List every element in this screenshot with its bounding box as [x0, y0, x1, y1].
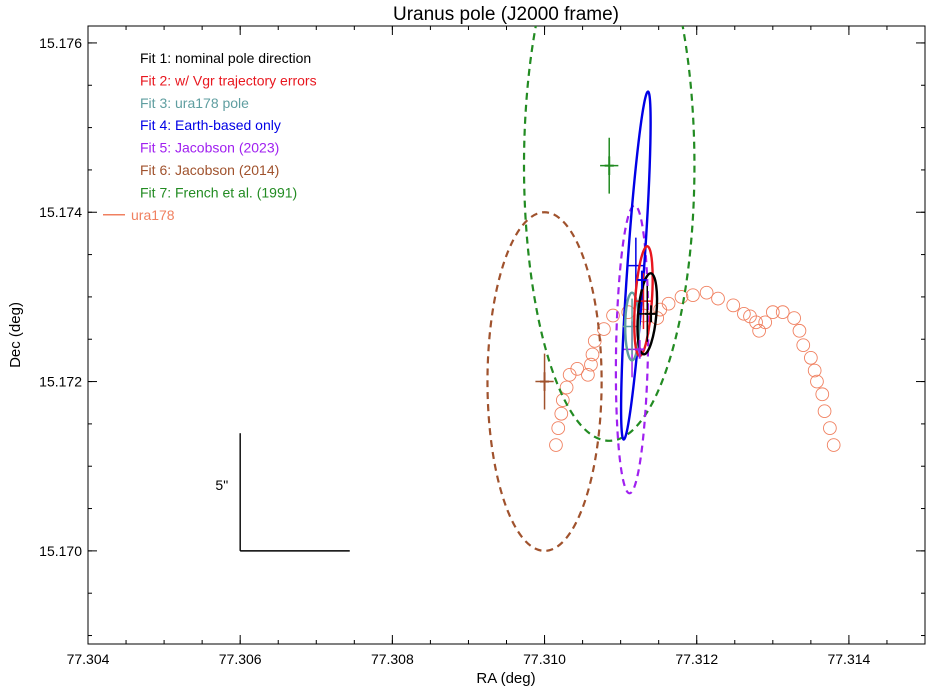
ura178-circle [826, 438, 841, 452]
ura178-circle [752, 323, 766, 338]
ura178-circle [585, 347, 600, 362]
y-tick-label: 15.176 [39, 35, 82, 51]
ura178-circle [823, 421, 837, 435]
y-tick-label: 15.172 [39, 374, 82, 390]
chart-title: Uranus pole (J2000 frame) [393, 4, 619, 25]
ura178-circle [587, 334, 602, 348]
fit-7-ellipse [522, 26, 696, 442]
y-axis-label: Dec (deg) [7, 302, 24, 368]
ura178-circle [737, 306, 751, 321]
ura178-circle [758, 315, 773, 330]
ura178-circle [551, 421, 566, 435]
legend-entry: Fit 6: Jacobson (2014) [140, 162, 279, 178]
legend-entry: Fit 5: Jacobson (2023) [140, 140, 279, 156]
scale-bar-label: 5" [215, 477, 228, 493]
ura178-circle [581, 367, 595, 382]
legend-entry: Fit 7: French et al. (1991) [140, 184, 297, 200]
scale-bar: 5" [215, 433, 350, 552]
legend-entry: Fit 2: w/ Vgr trajectory errors [140, 72, 317, 88]
ura178-circle [584, 357, 598, 372]
ura178-circle [815, 387, 830, 402]
ura178-circle [699, 285, 714, 300]
fit-6-ellipse [486, 211, 603, 552]
legend-entry: Fit 3: ura178 pole [140, 95, 249, 111]
ura178-circle [686, 288, 700, 303]
x-tick-label: 77.310 [523, 651, 566, 667]
ura178-circle [796, 338, 811, 353]
ura178-circle [554, 406, 569, 421]
x-tick-label: 77.314 [827, 651, 870, 667]
ura178-circle [749, 315, 763, 330]
ura178-circle [807, 363, 822, 378]
x-tick-label: 77.308 [371, 651, 414, 667]
ura178-circle [549, 438, 563, 452]
y-tick-label: 15.174 [39, 204, 82, 220]
ura178-circle [570, 362, 585, 376]
ura178-circle [765, 305, 780, 319]
x-tick-label: 77.312 [675, 651, 718, 667]
y-tick-label: 15.170 [39, 543, 82, 559]
ura178-circle [726, 298, 741, 313]
legend-entry: Fit 4: Earth-based only [140, 117, 281, 133]
plot-area [486, 26, 841, 552]
axis-ticks: 77.304 77.306 77.308 77.310 77.312 77.314 15.1… [39, 26, 926, 667]
ura178-circle [674, 290, 689, 304]
legend-entry: Fit 1: nominal pole direction [140, 50, 311, 66]
ura178-circle [559, 380, 574, 395]
ura178-circle [661, 296, 676, 311]
ura178-circle [792, 323, 807, 338]
ura178-circle [804, 351, 818, 365]
ura178-circle [817, 404, 832, 419]
ura178-circle [711, 291, 725, 306]
ura178-circle [810, 374, 824, 389]
x-axis-label: RA (deg) [476, 670, 535, 687]
ura178-circle [555, 393, 570, 408]
ura178-circle [775, 305, 790, 319]
ura178-circle [606, 308, 620, 323]
ura178-circle [597, 322, 611, 336]
x-tick-label: 77.304 [67, 651, 110, 667]
x-tick-label: 77.306 [219, 651, 262, 667]
fit-5-ellipse [614, 204, 650, 495]
ura178-circle [787, 311, 801, 325]
legend-entry: ura178 [131, 207, 175, 223]
